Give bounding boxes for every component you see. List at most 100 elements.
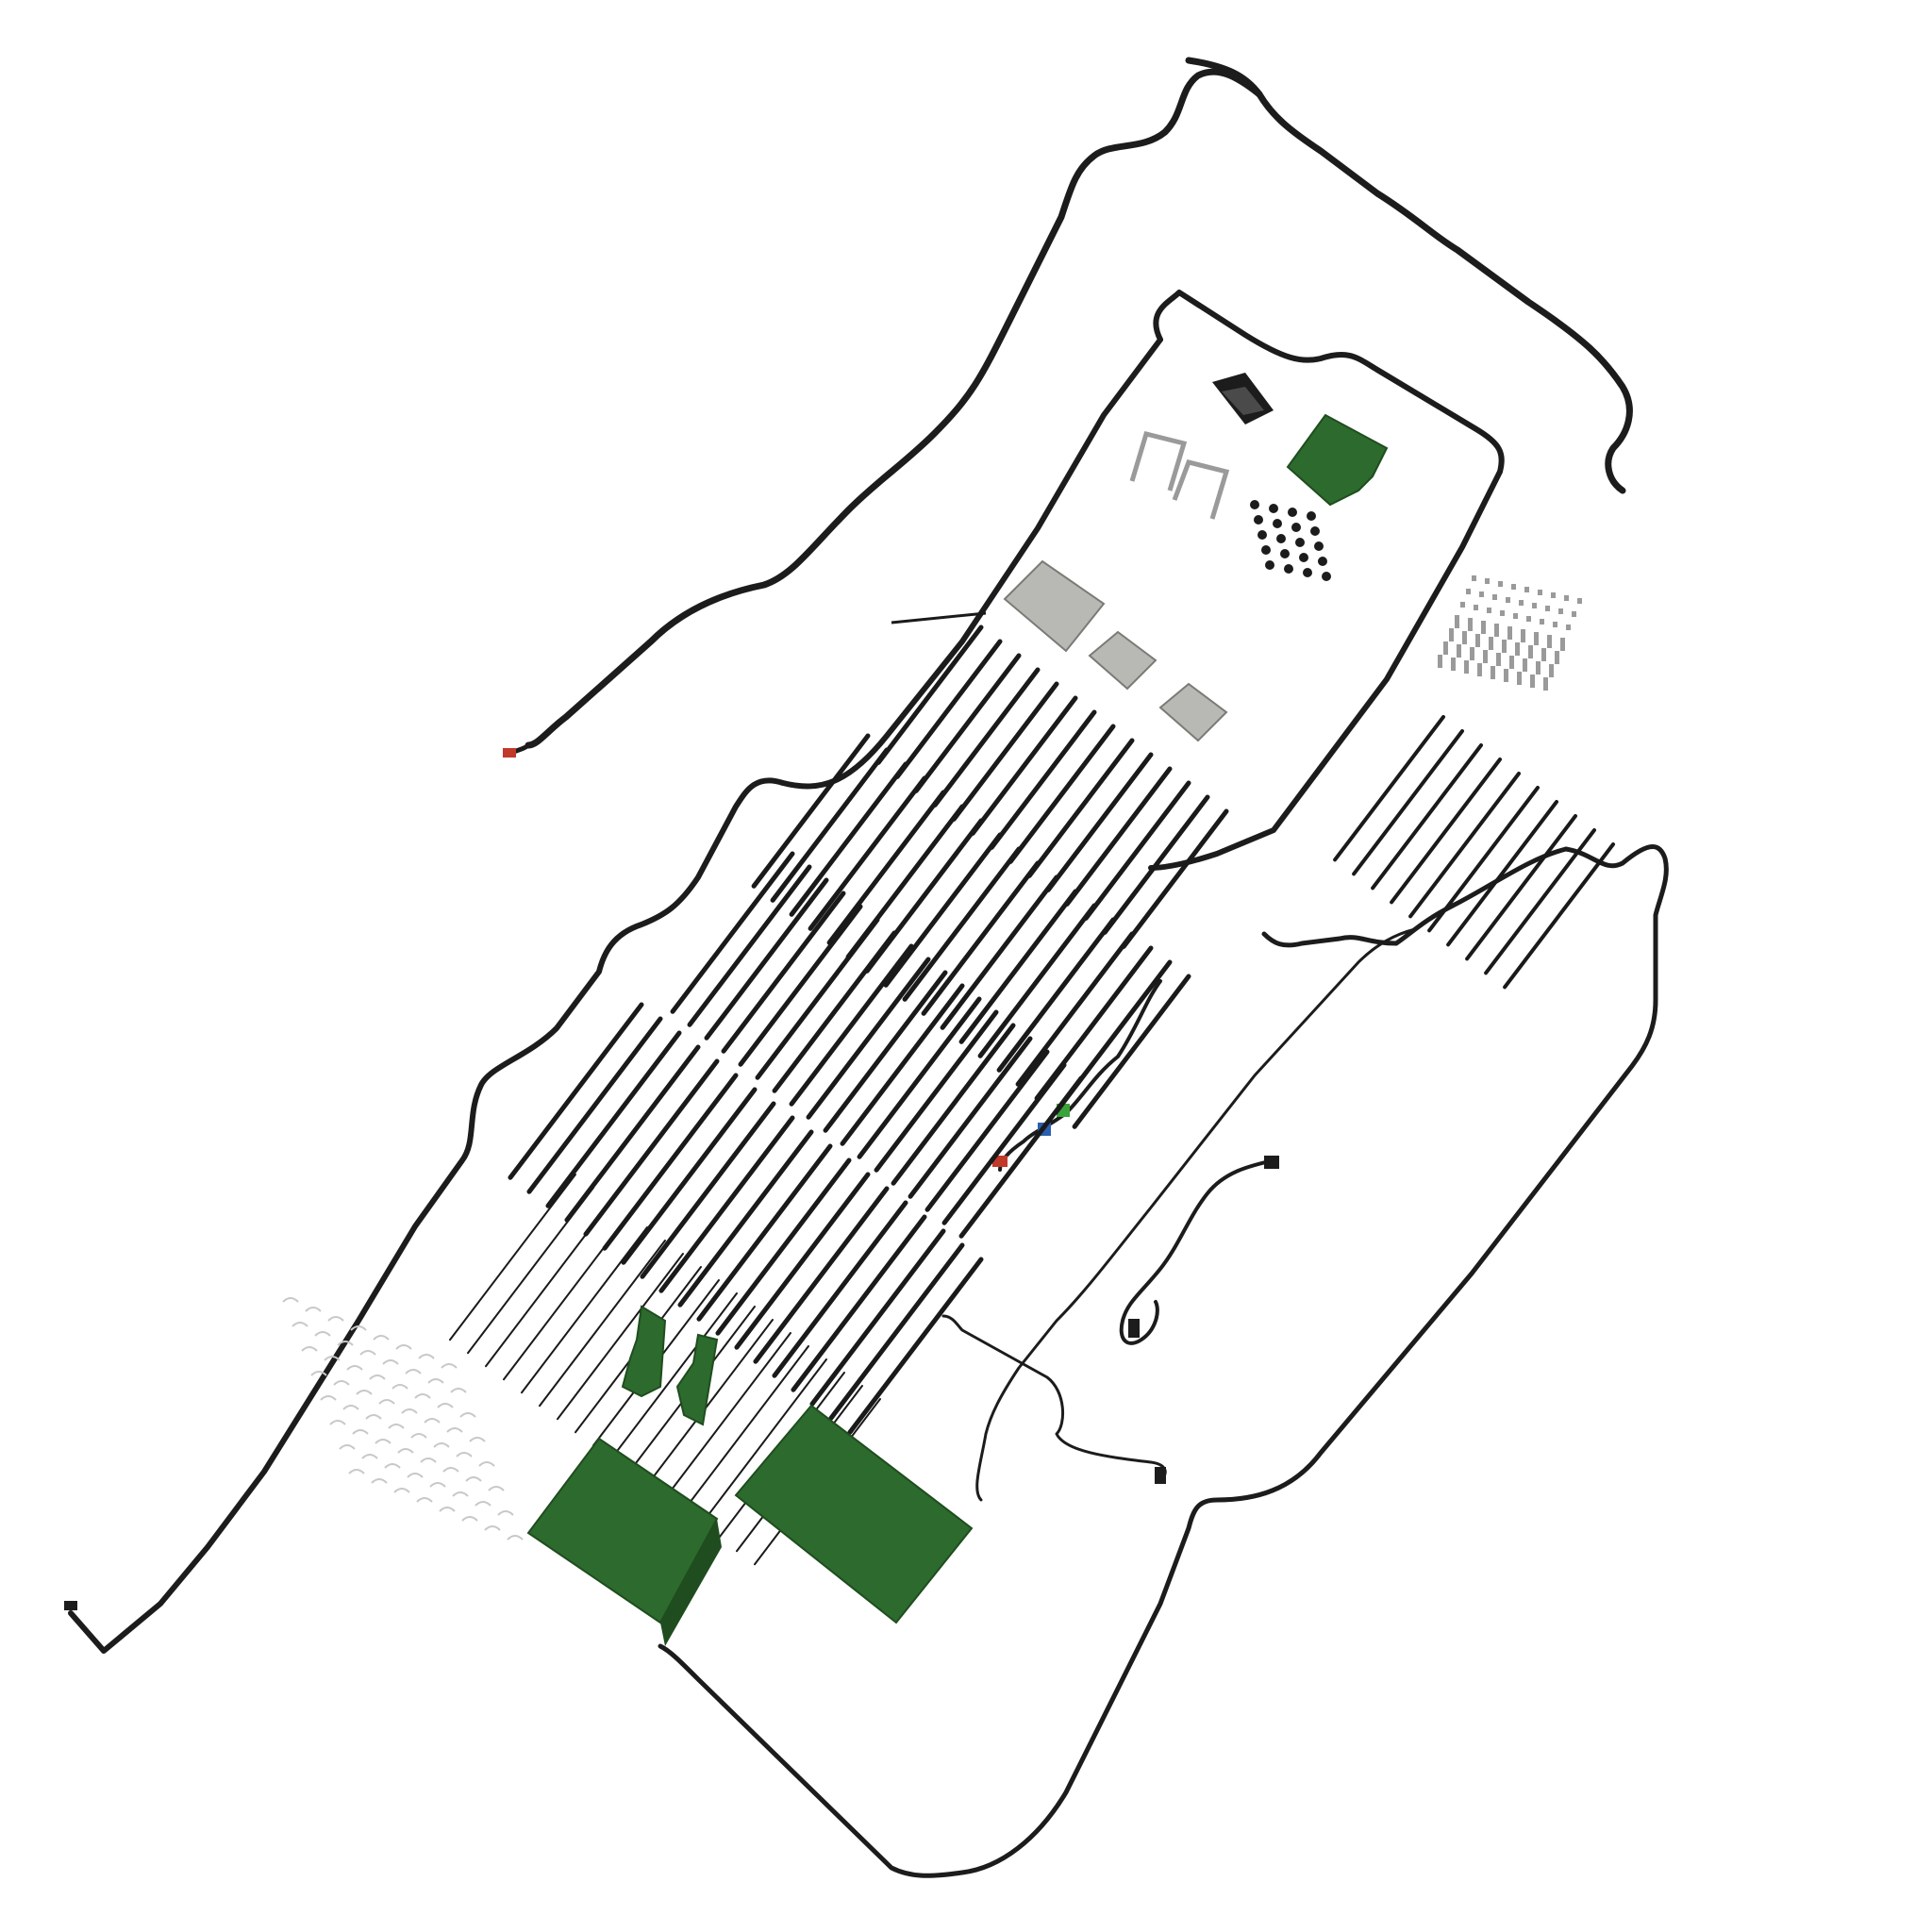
bolt-icon [1451, 658, 1456, 671]
cable-tie-icon [1083, 780, 1191, 921]
cable-tie-icon [502, 1213, 630, 1381]
p-clip-icon [382, 1359, 399, 1365]
p-clip-icon [327, 1316, 344, 1322]
p-clip-icon [1314, 541, 1324, 551]
p-clip-icon [329, 1420, 346, 1425]
nut-icon [1519, 600, 1524, 606]
cable-tie-icon [466, 1187, 594, 1355]
loop-harness-left-side [68, 337, 1163, 1654]
p-clip-icon [361, 1454, 378, 1459]
bolt-icon [1455, 615, 1459, 628]
nut-icon [1487, 608, 1491, 613]
bolt-icon [1509, 656, 1514, 669]
cable-tie-icon [670, 851, 795, 1014]
main-harness-left-branch [525, 68, 1263, 749]
bolt-icon [1491, 666, 1495, 679]
control-module-icon [1003, 559, 1106, 653]
p-clip-icon [348, 1469, 365, 1474]
cable-tie-icon [958, 889, 1078, 1044]
cable-tie-icon [913, 653, 1022, 793]
bolt-icon [1449, 628, 1454, 641]
nut-icon [1553, 622, 1557, 627]
nut-icon [1474, 605, 1478, 610]
bolt-icon [1502, 640, 1507, 653]
cable-tie-icon [699, 1358, 827, 1526]
cable-tie-icon [1503, 842, 1615, 990]
nut-icon [1577, 598, 1582, 604]
nut-icon [1566, 625, 1571, 630]
cable-tie-icon [940, 874, 1059, 1030]
p-clip-icon [469, 1437, 486, 1442]
nut-icon [1545, 606, 1550, 611]
bolt-icon [1477, 663, 1482, 676]
p-clip-icon [1295, 538, 1305, 547]
p-clip-icon [407, 1473, 424, 1478]
bolt-icon [1475, 634, 1480, 647]
p-clip-icon [416, 1497, 433, 1503]
nut-icon [1511, 584, 1516, 590]
p-clip-icon [1310, 526, 1320, 536]
bolt-icon [1468, 618, 1473, 631]
nut-icon [1558, 608, 1563, 614]
cable-tie-icon [970, 695, 1078, 836]
p-clip-icon [450, 1388, 467, 1393]
p-clip-icon [373, 1335, 390, 1341]
cable-tie-icon [770, 747, 890, 903]
p-clip-icon [484, 1525, 501, 1531]
cable-tie-icon [681, 1345, 809, 1513]
bolt-icon [1528, 645, 1533, 658]
cable-tie-icon [1446, 800, 1558, 947]
control-module-icon [1088, 630, 1158, 691]
p-clip-icon [369, 1374, 386, 1380]
p-clip-icon [465, 1476, 482, 1482]
u-bolt-icon [1129, 430, 1230, 520]
p-clip-cluster [282, 1297, 524, 1541]
bolt-icon [1549, 664, 1554, 677]
cable-tie-icon [789, 761, 908, 917]
p-clip-icon [456, 1452, 473, 1457]
p-clip-icon [433, 1442, 450, 1448]
p-clip-icon [378, 1399, 395, 1405]
cable-tie-icon [1465, 814, 1577, 961]
bolt-icon [1443, 641, 1448, 655]
p-clip-icon [282, 1297, 299, 1303]
nut-icon [1526, 616, 1531, 622]
cable-tie-icon [1390, 758, 1502, 905]
cable-tie-group-c [670, 851, 1084, 1239]
p-clip-icon [401, 1408, 418, 1414]
cable-tie-icon [526, 1016, 663, 1194]
cable-tie-icon [755, 917, 880, 1080]
p-clip-icon [342, 1405, 359, 1410]
cable-tie-icon [621, 1087, 758, 1265]
connector-icon [503, 748, 516, 758]
p-clip-icon [1250, 500, 1259, 509]
p-clip-icon [1261, 545, 1271, 555]
cable-tie-icon [772, 1200, 908, 1378]
cable-tie-icon [791, 1214, 927, 1392]
p-clip-icon [410, 1433, 427, 1439]
cable-tie-icon [1484, 828, 1596, 975]
bolt-icon [1547, 635, 1552, 648]
battery-box-icon [526, 1437, 722, 1646]
cable-tie-icon [1026, 738, 1135, 878]
cable-tie-icon [696, 1143, 833, 1322]
p-clip-icon [427, 1378, 444, 1384]
p-clip-icon [439, 1507, 456, 1512]
nut-icon [1479, 591, 1484, 597]
p-clip-icon [356, 1390, 373, 1395]
nut-icon [1564, 595, 1569, 601]
p-clip-icon [459, 1412, 476, 1418]
p-clip-icon [1269, 504, 1278, 513]
p-clip-icon [461, 1516, 478, 1522]
cable-tie-icon [602, 1073, 739, 1251]
p-clip-icon [424, 1418, 441, 1424]
cable-tie-icon [687, 864, 812, 1027]
p-clip-icon [420, 1457, 437, 1463]
cable-tie-icon [545, 1030, 682, 1208]
p-clip-icon [359, 1350, 376, 1356]
p-clip-icon [1284, 564, 1293, 574]
p-clip-icon [1280, 549, 1290, 558]
cable-tie-icon [789, 943, 914, 1107]
cable-tie-icon [921, 860, 1041, 1016]
bolt-icon [1517, 672, 1522, 685]
